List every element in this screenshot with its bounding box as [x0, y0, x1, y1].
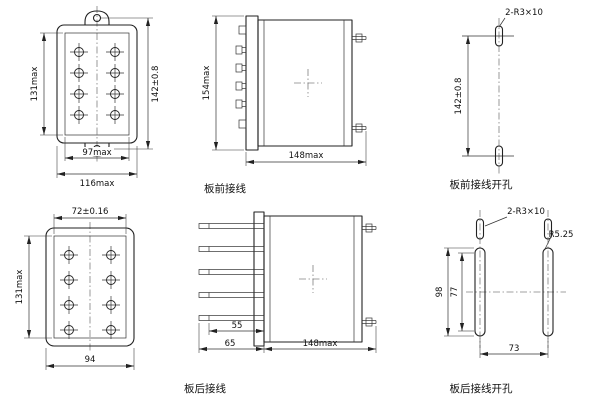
mounting-flange [245, 15, 259, 151]
mounting-slot-right [543, 218, 553, 240]
dim-pin-length: 55 [232, 321, 243, 331]
relay-body-outline [56, 24, 138, 144]
mounting-flange [253, 211, 265, 347]
front-holes-drawing: 142±0.8 2-R3×10 板前接线开孔 [450, 8, 543, 191]
relay-case [257, 19, 353, 147]
dim-slot-outer-span: 98 [435, 287, 445, 298]
mounting-stud [351, 123, 367, 133]
label-rear-wiring: 板后接线 [184, 382, 226, 395]
dim-front-inner-width: 97max [82, 148, 111, 158]
dim-rear-pin-pitch: 72±0.16 [72, 207, 109, 217]
terminal [69, 84, 89, 104]
terminal-slot-right [542, 247, 554, 337]
label-front-wiring-holes: 板前接线开孔 [450, 178, 513, 191]
mounting-slot-bottom [494, 145, 504, 167]
top-ear-hole [92, 13, 102, 23]
dim-side-height: 154max [202, 66, 212, 101]
mounting-slot-left [475, 218, 485, 240]
label-front-wiring: 板前接线 [204, 182, 246, 195]
note-slot-radius: R5.25 [549, 230, 574, 240]
terminal-lug [235, 45, 247, 55]
terminal [59, 295, 79, 315]
terminal [101, 295, 121, 315]
terminal-lug [235, 99, 247, 109]
dim-holes-pitch: 142±0.8 [454, 78, 464, 115]
terminal [69, 105, 89, 125]
terminal [101, 320, 121, 340]
terminal [105, 105, 125, 125]
terminal [105, 84, 125, 104]
dim-column-pitch: 73 [509, 344, 520, 354]
dim-rear-depth: 148max [303, 339, 338, 349]
rear-side-view-drawing: 55 65 148max 板后接线 [184, 211, 377, 395]
terminal [105, 42, 125, 62]
relay-case [263, 215, 363, 343]
terminal [69, 42, 89, 62]
mounting-stud [351, 33, 367, 43]
top-stud [238, 25, 247, 35]
dim-rear-height: 131max [15, 270, 25, 305]
terminal-slot-left [474, 247, 486, 337]
terminal [69, 63, 89, 83]
note-slot-size: 2-R3×10 [507, 207, 545, 217]
mounting-stud [361, 317, 377, 327]
label-rear-wiring-holes: 板后接线开孔 [450, 382, 513, 395]
relay-cover-inner [64, 32, 130, 136]
dim-front-height: 131max [30, 67, 40, 102]
note-slot-size: 2-R3×10 [505, 8, 543, 18]
bottom-stud [238, 119, 247, 129]
dim-rear-width: 94 [85, 355, 96, 365]
relay-body-outline [45, 227, 135, 347]
dim-side-depth: 148max [289, 151, 324, 161]
relay-cover-inner [53, 235, 127, 339]
terminal-lug [235, 63, 247, 73]
terminal [59, 245, 79, 265]
dim-pin-overall: 65 [225, 339, 236, 349]
terminal [59, 320, 79, 340]
front-side-view-drawing: 154max 148max 板前接线 [202, 15, 367, 195]
terminal [105, 63, 125, 83]
terminal [101, 245, 121, 265]
terminal-lug [235, 81, 247, 91]
mounting-stud [361, 223, 377, 233]
terminal [59, 270, 79, 290]
mounting-slot-top [494, 25, 504, 47]
dim-slot-inner-span: 77 [450, 287, 460, 298]
front-view-drawing: 131max 142±0.8 97max 116max [30, 6, 161, 189]
rear-holes-drawing: 98 77 73 2-R3×10 R5.25 板后接线开孔 [435, 207, 573, 395]
dim-front-mounting-pitch: 142±0.8 [151, 66, 161, 103]
dim-front-outer-width: 116max [80, 179, 115, 189]
terminal-lugs [235, 45, 247, 109]
terminal [101, 270, 121, 290]
rear-view-drawing: 72±0.16 131max 94 [15, 207, 135, 370]
